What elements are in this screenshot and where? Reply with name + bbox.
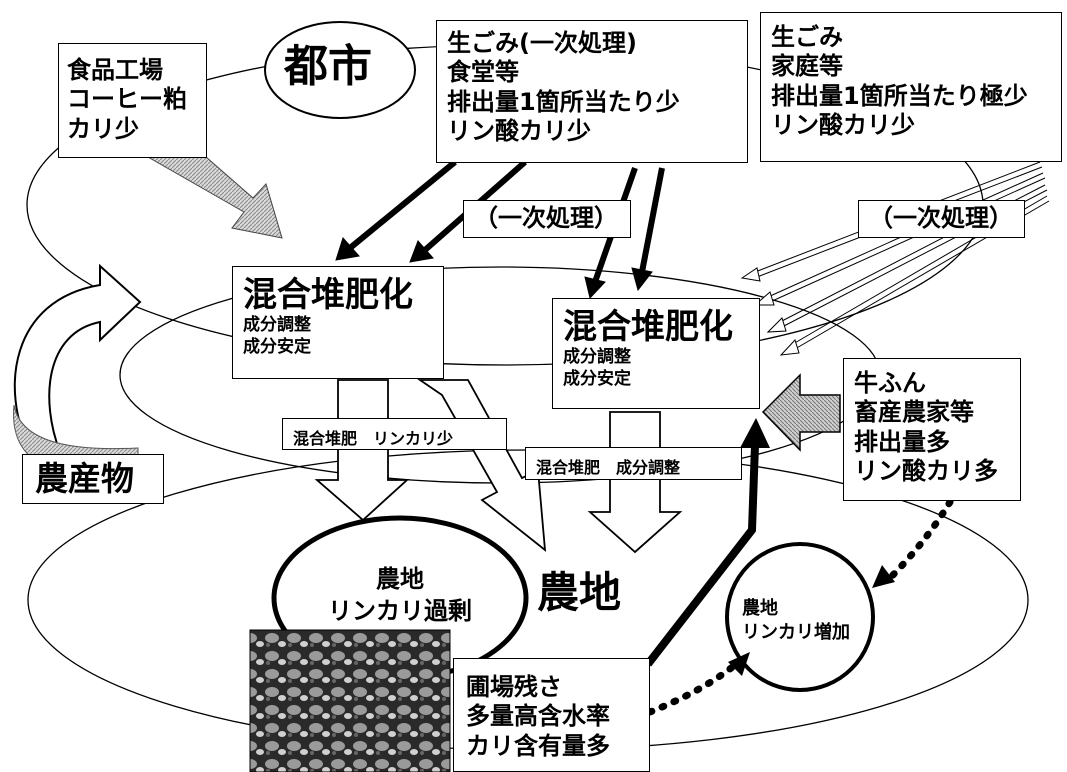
- field-residue-line-1: 圃場残さ: [466, 673, 562, 701]
- restaurant-garbage-line-4: リン酸カリ少: [447, 116, 591, 145]
- home-to-compost-arrows: [740, 161, 1050, 356]
- compost-right-down-arrow: [587, 411, 683, 554]
- produce-arrow-base: [13, 404, 139, 459]
- residue-to-compost-line: [644, 444, 759, 667]
- cattle-to-farmland-dotted: [884, 498, 954, 584]
- restaurant-garbage-line-2: 食堂等: [447, 58, 519, 87]
- compost-left-down-arrow: [314, 379, 410, 522]
- home-garbage-line-4: リン酸カリ少: [771, 110, 915, 139]
- farmland-increase-line-1: 農地: [742, 598, 778, 619]
- farmland-excess-text: 農地 リンカリ過剰: [300, 563, 500, 628]
- primary-treatment-label-2: （一次処理）: [858, 200, 1025, 238]
- compost-left-item-1: 成分調整: [243, 314, 311, 335]
- cattle-line-1: 牛ふん: [854, 369, 926, 397]
- city-label: 都市: [284, 41, 372, 92]
- home-garbage-line-1: 生ごみ: [771, 23, 843, 51]
- farmland-main-label: 農地: [537, 568, 622, 617]
- primary-treatment-label-1: （一次処理）: [463, 200, 631, 238]
- restaurant-garbage-line-1: 生ごみ(一次処理): [447, 29, 637, 57]
- food-factory-line-1: 食品工場: [67, 56, 163, 84]
- restaurant-garbage-line-3: 排出量1箇所当たり少: [447, 87, 680, 116]
- home-garbage-line-3: 排出量1箇所当たり極少: [771, 81, 1028, 110]
- compost-right-title: 混合堆肥化: [563, 307, 733, 347]
- residue-to-farmland-dotted: [646, 661, 739, 716]
- residue-to-compost-arrowhead: [740, 418, 770, 448]
- compost-low-pk-label: 混合堆肥 リンカリ少: [282, 418, 507, 450]
- field-residue-line-3: カリ含有量多: [466, 731, 610, 760]
- farmland-increase-text: 農地 リンカリ増加: [742, 597, 850, 646]
- produce-label: 農産物: [35, 459, 134, 498]
- food-factory-line-2: コーヒー粕: [67, 85, 187, 114]
- compost-left-box: 混合堆肥化 成分調整 成分安定: [232, 266, 444, 379]
- produce-curved-arrow: [13, 263, 142, 454]
- food-factory-line-3: カリ少: [67, 114, 139, 143]
- farmland-increase-line-2: リンカリ増加: [742, 622, 850, 644]
- city-ellipse: [264, 21, 416, 119]
- cattle-line-2: 畜産農家等: [854, 398, 974, 427]
- compost-left-item-2: 成分安定: [243, 336, 311, 357]
- cattle-arrow: [761, 373, 841, 452]
- cattle-line-3: 排出量多: [854, 427, 950, 456]
- cattle-line-4: リン酸カリ多: [854, 456, 998, 485]
- farmland-increase-circle: [725, 542, 875, 692]
- farmland-excess-line-1: 農地: [376, 565, 424, 593]
- compost-left-title: 混合堆肥化: [243, 275, 413, 315]
- compost-low-pk-text: 混合堆肥 リンカリ少: [293, 429, 454, 448]
- compost-right-box: 混合堆肥化 成分調整 成分安定: [552, 298, 760, 409]
- produce-box: 農産物: [22, 454, 164, 504]
- farmland-excess-line-2: リンカリ過剰: [328, 597, 472, 626]
- compost-right-item-1: 成分調整: [563, 346, 631, 367]
- cattle-box: 牛ふん 畜産農家等 排出量多 リン酸カリ多: [843, 358, 1021, 501]
- compost-adjusted-text: 混合堆肥 成分調整: [536, 458, 681, 477]
- food-factory-box: 食品工場 コーヒー粕 カリ少: [58, 43, 207, 158]
- restaurant-garbage-box: 生ごみ(一次処理) 食堂等 排出量1箇所当たり少 リン酸カリ少: [436, 20, 748, 163]
- field-residue-line-2: 多量高含水率: [466, 702, 610, 731]
- compost-right-item-2: 成分安定: [563, 368, 631, 389]
- primary-treatment-text-1: （一次処理）: [474, 204, 618, 232]
- residue-dotted-arrowhead: [728, 652, 750, 676]
- crop-residue-photo: [249, 629, 451, 772]
- home-garbage-line-2: 家庭等: [771, 52, 843, 81]
- primary-treatment-text-2: （一次処理）: [869, 204, 1013, 232]
- compost-adjusted-label: 混合堆肥 成分調整: [525, 447, 742, 480]
- home-garbage-box: 生ごみ 家庭等 排出量1箇所当たり極少 リン酸カリ少: [760, 12, 1062, 162]
- field-residue-box: 圃場残さ 多量高含水率 カリ含有量多: [453, 658, 650, 772]
- cattle-dotted-arrowhead: [872, 565, 895, 588]
